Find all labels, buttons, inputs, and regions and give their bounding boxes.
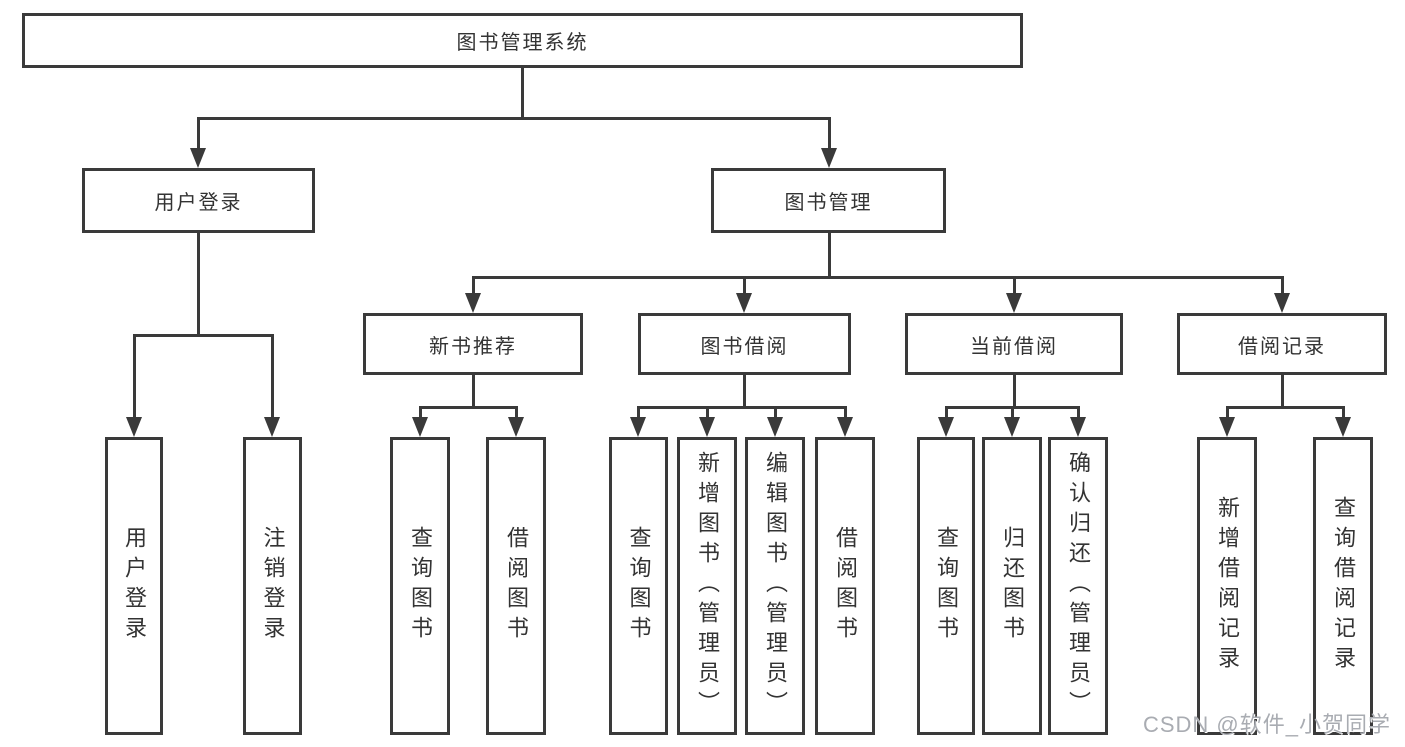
arrow-down-icon: [699, 417, 715, 437]
node-user-login-leaf-label: 用户登录: [122, 526, 147, 646]
arrow-down-icon: [1335, 417, 1351, 437]
arrow-down-icon: [736, 293, 752, 313]
node-newrec-borrow-books-label: 借阅图书: [504, 526, 529, 646]
node-book-management-group: 图书管理: [711, 168, 946, 233]
arrow-down-icon: [264, 417, 280, 437]
node-return-books-label: 归还图书: [1000, 526, 1025, 646]
arrow-down-icon: [412, 417, 428, 437]
node-new-book-recommend-label: 新书推荐: [429, 335, 517, 358]
connector-userlogin-stem: [197, 233, 200, 337]
node-logout-leaf: 注销登录: [243, 437, 302, 735]
arrow-down-icon: [837, 417, 853, 437]
connector-drop-logout: [271, 334, 274, 419]
arrow-down-icon: [190, 148, 206, 168]
node-borrow-records-label: 借阅记录: [1238, 335, 1326, 358]
node-edit-books-admin-label: 编辑图书（管理员）: [763, 451, 788, 721]
node-book-management-group-label: 图书管理: [784, 192, 873, 214]
node-query-borrow-record: 查询借阅记录: [1313, 437, 1373, 735]
arrow-down-icon: [465, 293, 481, 313]
node-current-borrow-label: 当前借阅: [970, 335, 1058, 358]
arrow-down-icon: [938, 417, 954, 437]
arrow-down-icon: [1070, 417, 1086, 437]
arrow-down-icon: [821, 148, 837, 168]
watermark: CSDN @软件_小贺同学: [1142, 712, 1391, 737]
connector-drop: [1342, 406, 1345, 419]
node-book-borrow-label: 图书借阅: [700, 335, 789, 358]
connector-drop: [637, 406, 640, 419]
connector-drop: [1077, 406, 1080, 419]
node-borrow-borrow-books: 借阅图书: [815, 437, 875, 735]
node-current-query-books-label: 查询图书: [934, 526, 959, 646]
connector-drop-login: [133, 334, 136, 419]
node-add-books-admin: 新增图书（管理员）: [677, 437, 737, 735]
connector-currentborrow-stem: [1013, 375, 1016, 409]
connector-drop: [774, 406, 777, 419]
connector-drop-newrec: [472, 276, 475, 295]
connector-drop-book-mgmt: [828, 117, 831, 150]
arrow-down-icon: [1219, 417, 1235, 437]
connector-borrowrecords-stem: [1281, 375, 1284, 409]
connector-bookborrow-rail: [637, 406, 847, 409]
node-add-borrow-record-label: 新增借阅记录: [1215, 496, 1240, 676]
node-new-book-recommend: 新书推荐: [363, 313, 583, 375]
node-logout-leaf-label: 注销登录: [260, 526, 286, 646]
connector-drop: [844, 406, 847, 419]
connector-bookborrow-stem: [743, 375, 746, 409]
arrow-down-icon: [1274, 293, 1290, 313]
connector-root-stem: [521, 68, 524, 120]
connector-borrowrecords-rail: [1226, 406, 1345, 409]
node-newrec-query-books: 查询图书: [390, 437, 450, 735]
connector-newrec-rail: [419, 406, 518, 409]
node-add-borrow-record: 新增借阅记录: [1197, 437, 1257, 735]
connector-drop: [419, 406, 422, 419]
connector-drop: [515, 406, 518, 419]
connector-root-rail: [197, 117, 831, 120]
connector-bookmgmt-rail: [472, 276, 1284, 279]
connector-drop-currentborrow: [1013, 276, 1016, 295]
node-book-borrow: 图书借阅: [638, 313, 851, 375]
arrow-down-icon: [126, 417, 142, 437]
connector-drop-user-login: [197, 117, 200, 150]
connector-drop: [945, 406, 948, 419]
node-query-borrow-record-label: 查询借阅记录: [1331, 496, 1356, 676]
node-current-borrow: 当前借阅: [905, 313, 1123, 375]
arrow-down-icon: [1006, 293, 1022, 313]
node-borrow-records: 借阅记录: [1177, 313, 1387, 375]
node-edit-books-admin: 编辑图书（管理员）: [745, 437, 805, 735]
connector-userlogin-rail: [133, 334, 274, 337]
arrow-down-icon: [767, 417, 783, 437]
arrow-down-icon: [630, 417, 646, 437]
node-borrow-query-books: 查询图书: [609, 437, 668, 735]
node-newrec-borrow-books: 借阅图书: [486, 437, 546, 735]
connector-bookmgmt-stem: [828, 233, 831, 279]
node-confirm-return-admin-label: 确认归还（管理员）: [1066, 451, 1091, 721]
connector-drop: [1011, 406, 1014, 419]
node-user-login-group: 用户登录: [82, 168, 315, 233]
arrow-down-icon: [1004, 417, 1020, 437]
connector-newrec-stem: [472, 375, 475, 409]
node-borrow-borrow-books-label: 借阅图书: [833, 526, 858, 646]
node-borrow-query-books-label: 查询图书: [626, 526, 652, 646]
node-book-management-system: 图书管理系统: [22, 13, 1023, 68]
node-newrec-query-books-label: 查询图书: [408, 526, 433, 646]
arrow-down-icon: [508, 417, 524, 437]
node-user-login-leaf: 用户登录: [105, 437, 163, 735]
connector-drop-bookborrow: [743, 276, 746, 295]
node-confirm-return-admin: 确认归还（管理员）: [1048, 437, 1108, 735]
node-book-management-system-label: 图书管理系统: [456, 32, 589, 54]
node-add-books-admin-label: 新增图书（管理员）: [695, 451, 720, 721]
node-current-query-books: 查询图书: [917, 437, 975, 735]
node-return-books: 归还图书: [982, 437, 1042, 735]
connector-drop: [706, 406, 709, 419]
connector-drop: [1226, 406, 1229, 419]
connector-drop-borrowrecords: [1281, 276, 1284, 295]
node-user-login-group-label: 用户登录: [154, 192, 243, 214]
